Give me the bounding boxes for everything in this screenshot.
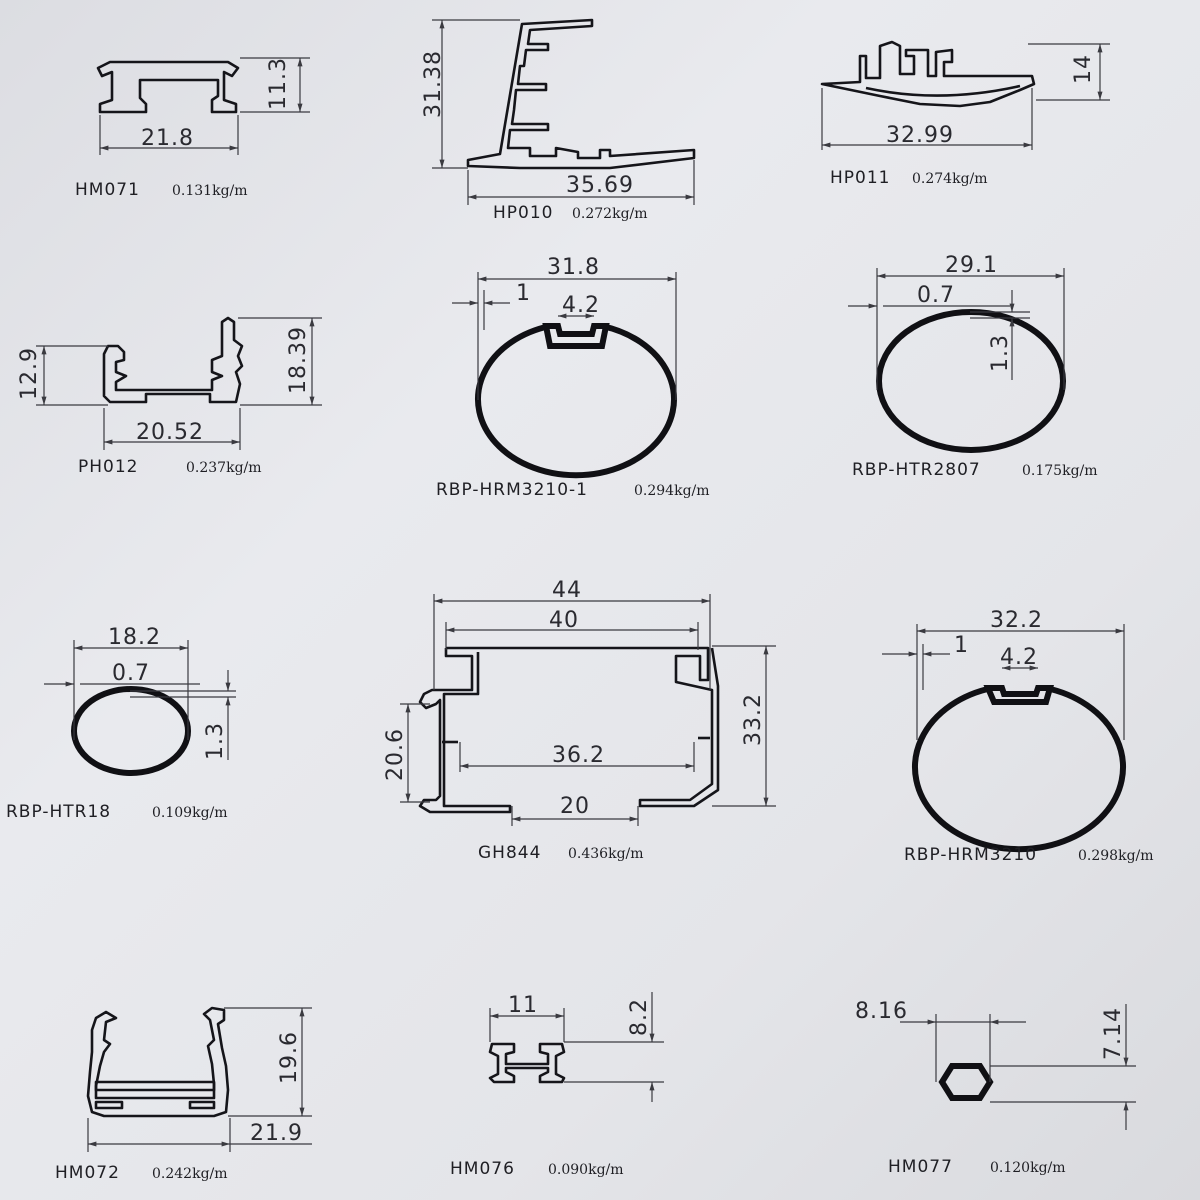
hm072-width-label: 21.9 xyxy=(250,1121,303,1146)
profile-hm072: 19.6 21.9 HM072 0.242kg/m xyxy=(55,1006,312,1183)
profile-gh844: 44 40 33.2 20.6 36.2 20 GH844 0.436kg/m xyxy=(383,578,776,863)
gh844-section-shape xyxy=(418,646,720,814)
profile-rbp-hrm3210: 32.2 1 4.2 RBP-HRM3210 0.298kg/m xyxy=(882,608,1154,865)
rbp-hrm3210-1-weight: 0.294kg/m xyxy=(634,483,710,499)
rbp-hrm3210-1-wall-label: 1 xyxy=(516,281,531,306)
ph012-width-label: 20.52 xyxy=(136,420,204,445)
hm077-code: HM077 xyxy=(888,1157,953,1177)
profile-hm076: 11 8.2 HM076 0.090kg/m xyxy=(450,992,664,1179)
rbp-hrm3210-wall-label: 1 xyxy=(954,633,969,658)
gh844-inner-width-label: 40 xyxy=(549,608,579,633)
gh844-inner-span-label: 36.2 xyxy=(552,743,605,768)
profile-hp011: 14 32.99 HP011 0.274kg/m xyxy=(820,40,1110,188)
profile-rbp-htr2807: 29.1 0.7 1.3 RBP-HTR2807 0.175kg/m xyxy=(848,253,1098,480)
profile-rbp-htr18: 18.2 0.7 1.3 RBP-HTR18 0.109kg/m xyxy=(6,625,236,822)
gh844-code: GH844 xyxy=(478,843,541,863)
rbp-hrm3210-tube-shape xyxy=(912,685,1126,853)
gh844-height-label: 33.2 xyxy=(741,693,766,746)
hp011-height-label: 14 xyxy=(1071,54,1096,84)
rbp-htr18-tube-shape xyxy=(71,686,191,776)
gh844-opening-label: 20.6 xyxy=(383,728,408,781)
rbp-htr2807-gap-label: 1.3 xyxy=(988,334,1013,372)
hm072-weight: 0.242kg/m xyxy=(152,1166,228,1182)
hm076-width-label: 11 xyxy=(508,993,538,1018)
gh844-outer-width-label: 44 xyxy=(552,578,582,603)
rbp-hrm3210-1-slot xyxy=(542,323,610,349)
rbp-htr2807-width-label: 29.1 xyxy=(945,253,998,278)
ph012-section-shape xyxy=(102,316,244,404)
hp010-code: HP010 xyxy=(493,203,553,223)
ph012-left-height-label: 12.9 xyxy=(17,347,42,400)
hp011-section-shape xyxy=(820,40,1036,108)
hm076-height-label: 8.2 xyxy=(627,998,652,1036)
rbp-htr2807-code: RBP-HTR2807 xyxy=(852,460,981,480)
rbp-htr2807-tube-shape xyxy=(876,309,1066,453)
hm077-width-label: 8.16 xyxy=(855,999,908,1024)
hm071-weight: 0.131kg/m xyxy=(172,183,248,199)
profile-hm077: 8.16 7.14 HM077 0.120kg/m xyxy=(855,999,1136,1177)
rbp-htr18-gap-label: 1.3 xyxy=(203,722,228,760)
rbp-htr2807-weight: 0.175kg/m xyxy=(1022,463,1098,479)
hm071-width-label: 21.8 xyxy=(141,126,194,151)
rbp-hrm3210-width-label: 32.2 xyxy=(990,608,1043,633)
rbp-htr18-code: RBP-HTR18 xyxy=(6,802,111,822)
hp011-width-label: 32.99 xyxy=(886,123,954,148)
rbp-hrm3210-1-width-label: 31.8 xyxy=(547,255,600,280)
hm071-code: HM071 xyxy=(75,180,140,200)
rbp-htr2807-wall-label: 0.7 xyxy=(917,283,955,308)
profile-rbp-hrm3210-1: 31.8 1 4.2 RBP-HRM3210-1 0.294kg/m xyxy=(436,255,710,500)
rbp-hrm3210-slot-label: 4.2 xyxy=(1000,645,1038,670)
hm072-height-label: 19.6 xyxy=(277,1031,302,1084)
hp010-section-shape xyxy=(466,18,696,170)
rbp-hrm3210-1-slot-label: 4.2 xyxy=(562,293,600,318)
hm077-height-label: 7.14 xyxy=(1101,1007,1126,1060)
gh844-gap-label: 20 xyxy=(560,794,590,819)
hm071-section-shape xyxy=(96,60,240,114)
hp010-weight: 0.272kg/m xyxy=(572,206,648,222)
profile-hp010: 31.38 35.69 HP010 0.272kg/m xyxy=(421,18,696,223)
rbp-hrm3210-1-code: RBP-HRM3210-1 xyxy=(436,480,588,500)
hp010-height-label: 31.38 xyxy=(421,50,446,118)
hm072-code: HM072 xyxy=(55,1163,120,1183)
rbp-hrm3210-slot xyxy=(983,685,1054,705)
hm072-section-shape xyxy=(86,1006,230,1118)
ph012-code: PH012 xyxy=(78,457,138,477)
hm077-weight: 0.120kg/m xyxy=(990,1160,1066,1176)
ph012-weight: 0.237kg/m xyxy=(186,460,262,476)
hp010-width-label: 35.69 xyxy=(566,173,634,198)
rbp-htr18-weight: 0.109kg/m xyxy=(152,805,228,821)
ph012-right-height-label: 18.39 xyxy=(286,326,311,394)
rbp-hrm3210-code: RBP-HRM3210 xyxy=(904,845,1037,865)
hm076-code: HM076 xyxy=(450,1159,515,1179)
hp011-inner-curve xyxy=(865,84,1021,97)
hm072-cross-web xyxy=(94,1080,216,1092)
rbp-htr18-wall-label: 0.7 xyxy=(112,661,150,686)
hp011-code: HP011 xyxy=(830,168,890,188)
hm076-weight: 0.090kg/m xyxy=(548,1162,624,1178)
rbp-htr18-width-label: 18.2 xyxy=(108,625,161,650)
gh844-weight: 0.436kg/m xyxy=(568,846,644,862)
rbp-hrm3210-1-tube-shape xyxy=(475,323,677,479)
hp011-weight: 0.274kg/m xyxy=(912,171,988,187)
rbp-hrm3210-weight: 0.298kg/m xyxy=(1078,848,1154,864)
profile-ph012: 12.9 18.39 20.52 PH012 0.237kg/m xyxy=(17,316,322,477)
hm072-base-slots xyxy=(94,1100,216,1110)
hm077-section-shape xyxy=(938,1063,994,1101)
hm076-section-shape xyxy=(488,1042,566,1084)
hm071-height-label: 11.3 xyxy=(266,57,291,110)
profile-hm071: 21.8 11.3 HM071 0.131kg/m xyxy=(75,57,310,200)
